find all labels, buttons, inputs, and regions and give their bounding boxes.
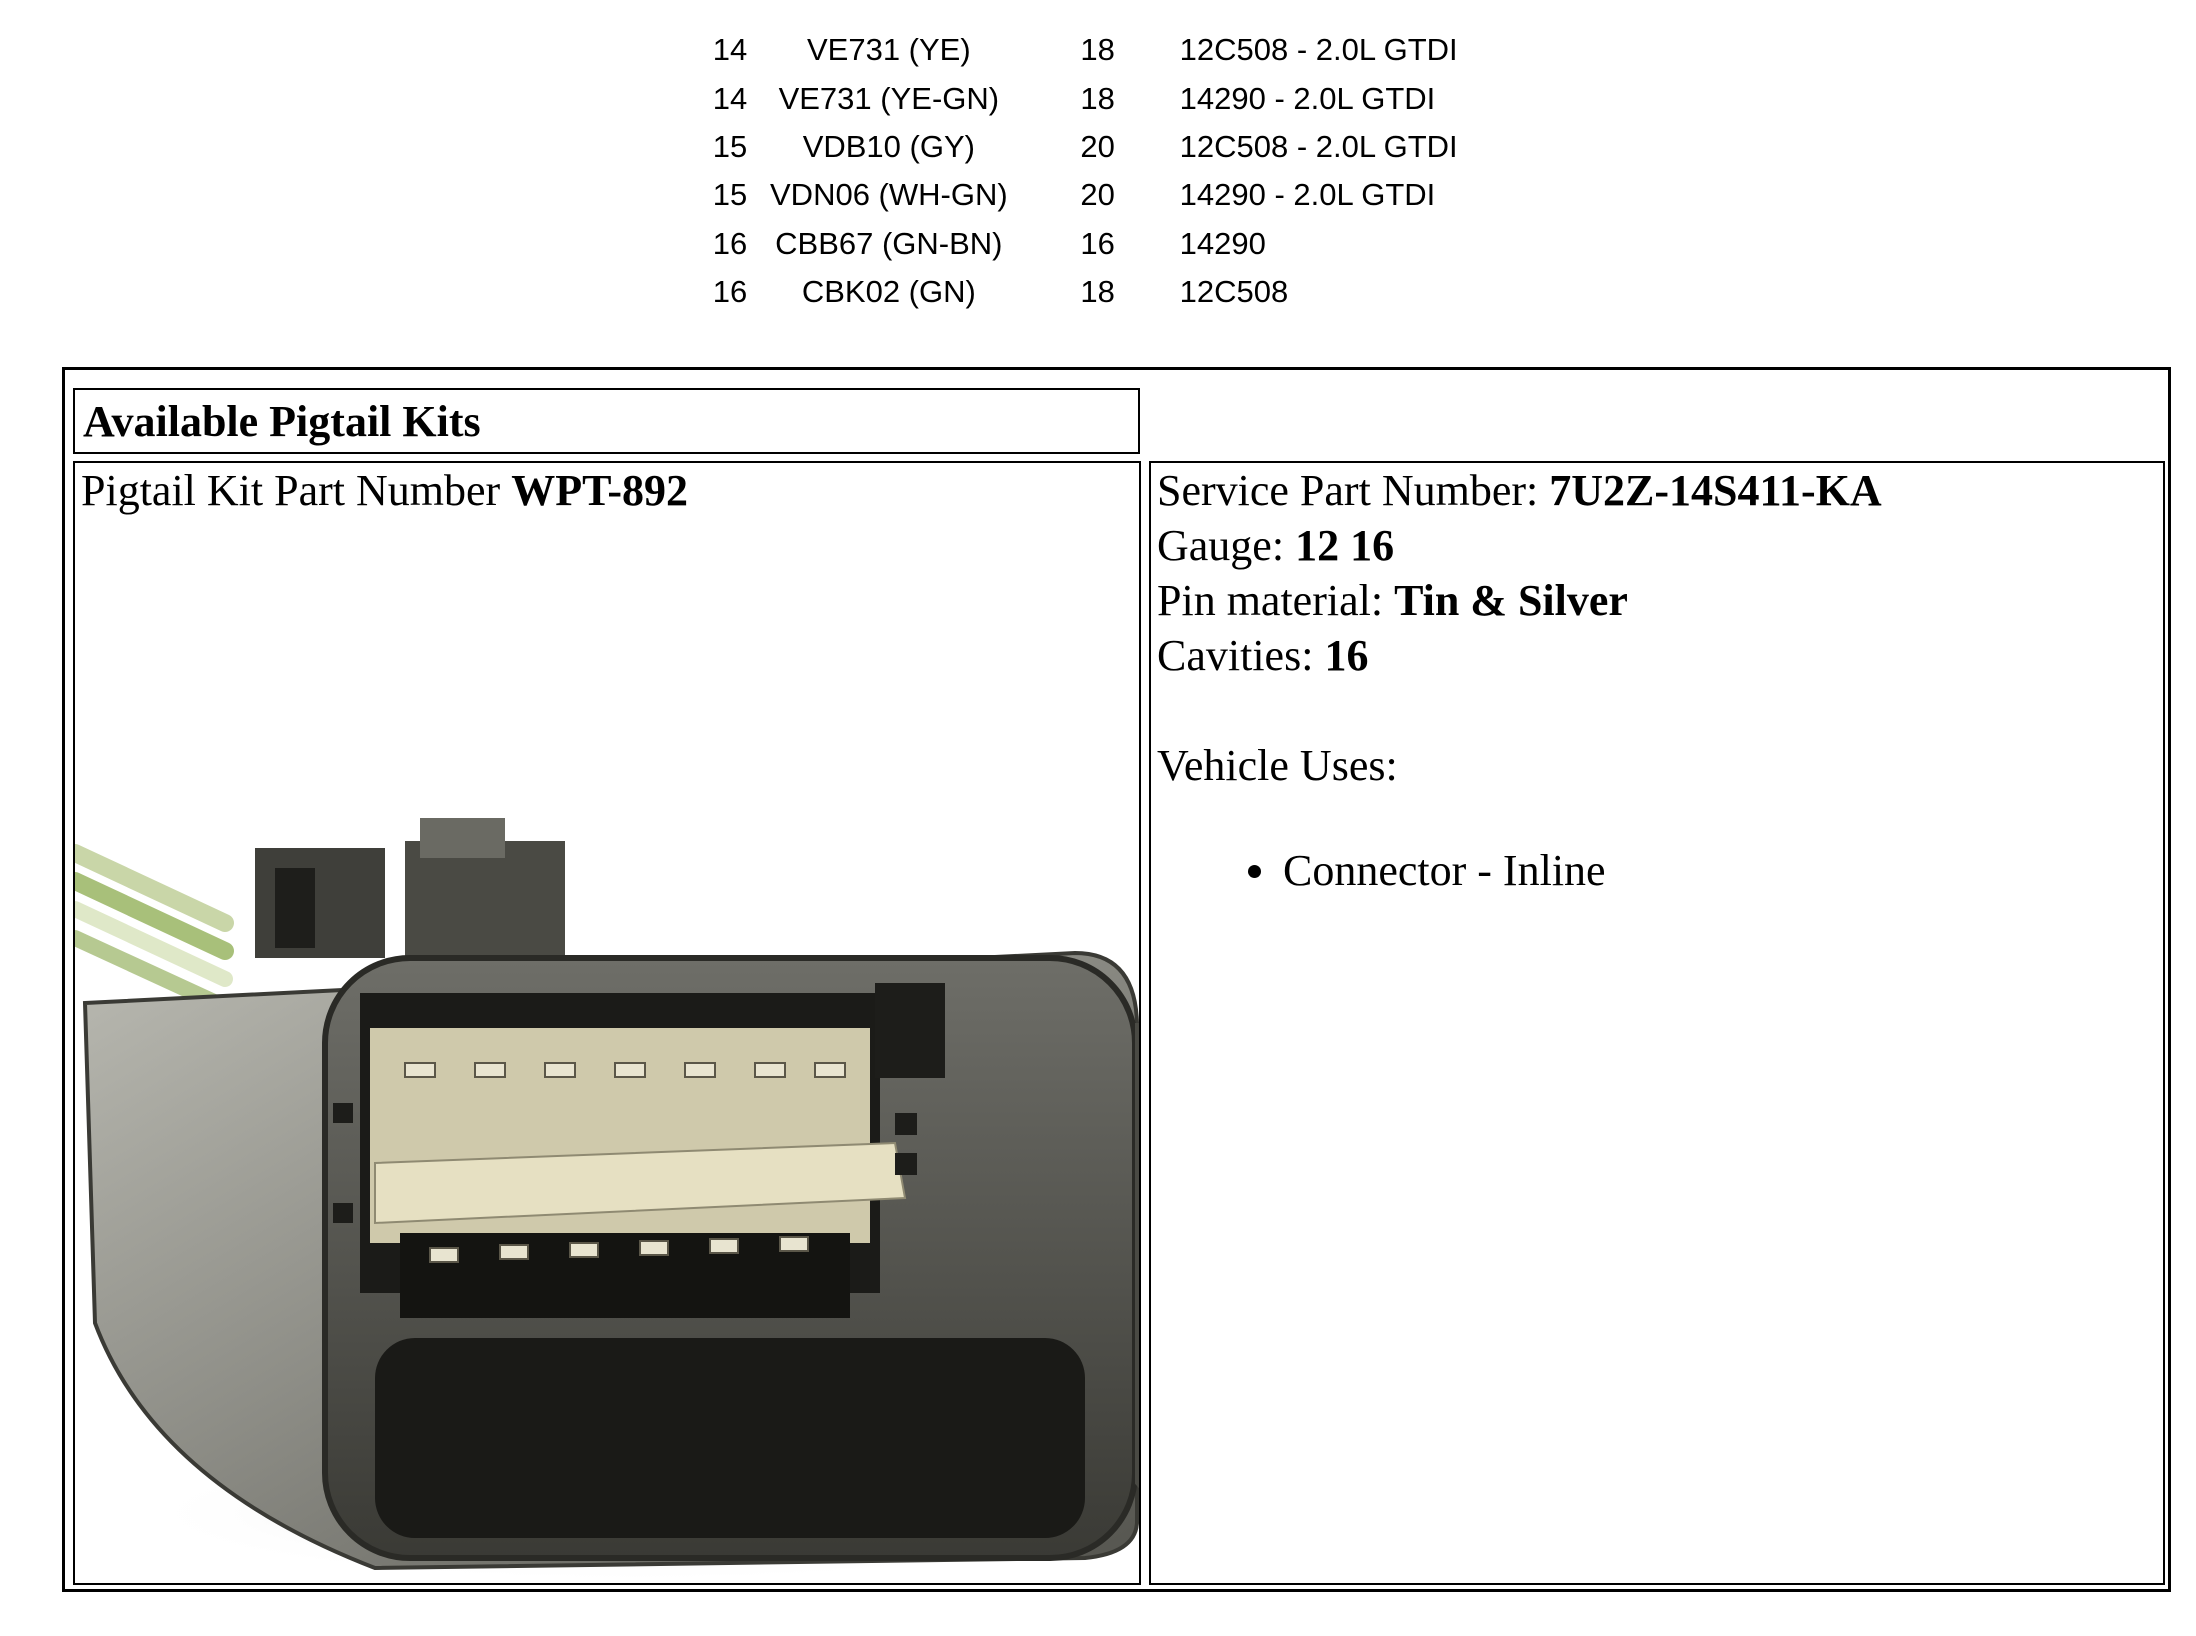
circuit-cell: VE731 (YE) (806, 32, 971, 68)
pin-cell: 15 (712, 128, 748, 164)
circuit-cell: CBK02 (GN) (801, 274, 976, 310)
circuit-cell: VDN06 (WH-GN) (770, 177, 1008, 213)
gauge-cell: 16 (1080, 225, 1115, 261)
gauge-cell: 18 (1080, 32, 1115, 68)
table-row: 16 CBK02 (GN) 18 12C508 (690, 268, 1458, 316)
circuit-cell: VDB10 (GY) (802, 128, 975, 164)
table-row: 16 CBB67 (GN-BN) 16 14290 (690, 220, 1458, 268)
cavities-line: Cavities: 16 (1151, 628, 2163, 683)
service-part-line: Service Part Number: 7U2Z-14S411-KA (1151, 463, 2163, 518)
table-row: 15 VDN06 (WH-GN) 20 14290 - 2.0L GTDI (690, 171, 1458, 219)
table-row: 14 VE731 (YE-GN) 18 14290 - 2.0L GTDI (690, 74, 1458, 122)
note-cell: 14290 (1179, 225, 1266, 261)
table-row: 15 VDB10 (GY) 20 12C508 - 2.0L GTDI (690, 123, 1458, 171)
note-cell: 12C508 - 2.0L GTDI (1179, 128, 1458, 164)
kit-image-cell: Pigtail Kit Part Number WPT-892 (73, 461, 1141, 1585)
gauge-value: 12 16 (1295, 521, 1395, 570)
table-row: 14 VE731 (YE) 18 12C508 - 2.0L GTDI (690, 26, 1458, 74)
gauge-label: Gauge: (1157, 521, 1296, 570)
pin-material-label: Pin material: (1157, 576, 1395, 625)
pin-cell: 15 (712, 177, 748, 213)
gauge-cell: 18 (1080, 274, 1115, 310)
circuit-cell: CBB67 (GN-BN) (775, 225, 1003, 261)
pin-cell: 14 (712, 32, 748, 68)
vehicle-uses-list: Connector - Inline (1151, 843, 2163, 898)
pigtail-part-line: Pigtail Kit Part Number WPT-892 (75, 463, 1139, 518)
pin-material-line: Pin material: Tin & Silver (1151, 573, 2163, 628)
connector-photo (75, 818, 1139, 1583)
service-part-number: 7U2Z-14S411-KA (1549, 466, 1882, 515)
pigtail-part-number: WPT-892 (511, 466, 689, 515)
gauge-cell: 20 (1080, 177, 1115, 213)
cavities-label: Cavities: (1157, 631, 1325, 680)
pigtail-part-label: Pigtail Kit Part Number (81, 466, 512, 515)
pin-cell: 14 (712, 80, 748, 116)
service-part-label: Service Part Number: (1157, 466, 1550, 515)
kit-details-cell: Service Part Number: 7U2Z-14S411-KA Gaug… (1149, 461, 2165, 1585)
circuit-cell: VE731 (YE-GN) (778, 80, 1000, 116)
note-cell: 14290 - 2.0L GTDI (1179, 80, 1436, 116)
pin-cell: 16 (712, 225, 748, 261)
note-cell: 12C508 (1179, 274, 1289, 310)
pin-cell: 16 (712, 274, 748, 310)
list-item: Connector - Inline (1281, 843, 2163, 898)
note-cell: 12C508 - 2.0L GTDI (1179, 32, 1458, 68)
pin-material-value: Tin & Silver (1394, 576, 1628, 625)
gauge-cell: 18 (1080, 80, 1115, 116)
vehicle-uses-label: Vehicle Uses: (1157, 741, 1398, 790)
wiring-table: 14 VE731 (YE) 18 12C508 - 2.0L GTDI 14 V… (690, 26, 1458, 316)
note-cell: 14290 - 2.0L GTDI (1179, 177, 1436, 213)
gauge-cell: 20 (1080, 128, 1115, 164)
pigtail-kit-panel: Available Pigtail Kits Pigtail Kit Part … (62, 367, 2171, 1592)
kit-section-header: Available Pigtail Kits (73, 388, 1140, 454)
gauge-line: Gauge: 12 16 (1151, 518, 2163, 573)
cavities-value: 16 (1324, 631, 1369, 680)
